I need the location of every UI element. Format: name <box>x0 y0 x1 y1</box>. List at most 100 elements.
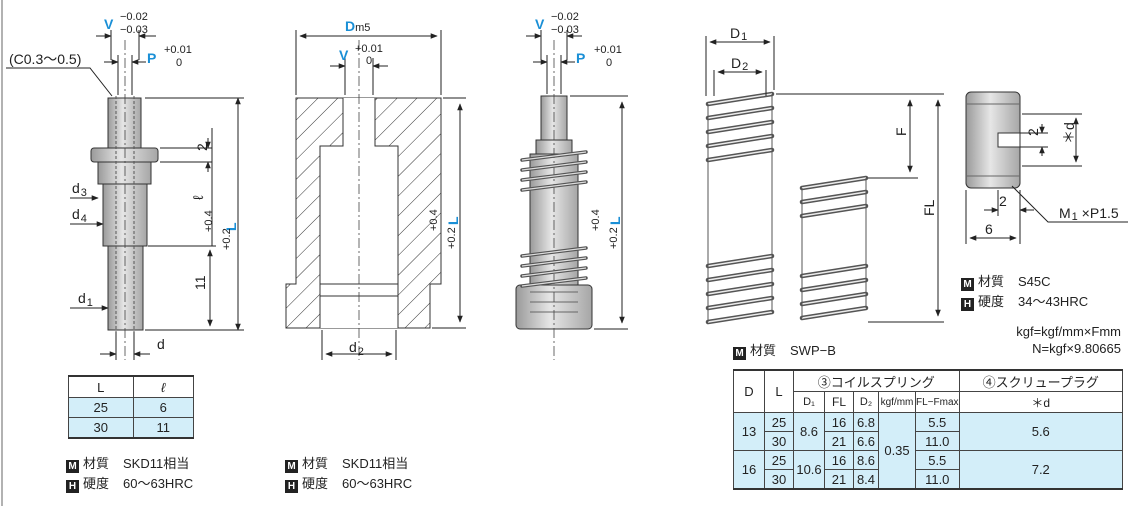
pin-ell-label: ℓ <box>190 195 206 200</box>
pin-d3-label: d3 <box>72 180 87 199</box>
assembly-L-label: L <box>607 216 623 225</box>
assembly-L-tol-upper: +0.4 <box>590 209 602 231</box>
spring-D2-label: D2 <box>731 55 748 73</box>
table-cell: 8.4 <box>853 469 879 490</box>
material-mark-icon: M <box>961 278 974 291</box>
table-cell: 7.2 <box>958 450 1124 490</box>
pin-p-tol-lower: 0 <box>176 57 182 69</box>
table-subheader: kgf/mm <box>878 391 916 413</box>
bush-L-tol-upper: +0.4 <box>428 209 440 231</box>
table-cell: 5.5 <box>915 450 960 470</box>
table-cell: 30 <box>68 417 134 439</box>
table-cell: 16 <box>824 450 854 470</box>
table-cell: 0.35 <box>878 412 916 490</box>
table-header-coil-spring: ③コイルスプリング <box>793 369 960 392</box>
table-cell: 6.8 <box>853 412 879 432</box>
assembly-p-tol-upper: +0.01 <box>594 44 622 56</box>
material-mark-icon: M <box>285 460 298 473</box>
pin-v-label: V <box>104 16 114 32</box>
hardness-mark-icon: H <box>285 480 298 493</box>
assembly-v-tol-lower: −0.03 <box>551 24 579 36</box>
screw-star-d-label: ＊d <box>1061 122 1077 144</box>
table-cell: 30 <box>764 469 794 490</box>
table-cell: 25 <box>764 412 794 432</box>
screw-dim-6: 6 <box>985 221 993 237</box>
material-mark-icon: M <box>733 347 746 360</box>
pin-drawing <box>6 30 244 360</box>
spring-plug-table: D L ③コイルスプリング ④スクリュープラグ D₁ FL D₂ kgf/mm … <box>733 369 1124 490</box>
pin-d1-label: d1 <box>78 290 93 309</box>
table-row: 30 21 8.4 11.0 <box>734 469 1123 490</box>
table-row: 25 6 <box>68 397 195 418</box>
table-cell: 5.5 <box>915 412 960 432</box>
pin-table-header-ell: ℓ <box>132 375 195 398</box>
spring-F-label: F <box>893 127 909 136</box>
bush-L-tol-lower: +0.2 <box>446 227 458 249</box>
bush-L-label: L <box>445 216 461 225</box>
table-cell: 16 <box>733 450 765 490</box>
pin-L-label: L <box>223 222 239 231</box>
pin-dim-2: 2 <box>194 143 210 151</box>
spring-drawing <box>705 36 944 325</box>
screw-dim-2-vertical: 2 <box>1025 128 1041 136</box>
table-row: 30 11 <box>68 417 195 439</box>
bush-d2-label: d2 <box>349 339 364 358</box>
table-header-D: D <box>733 369 765 413</box>
table-row: 13 25 8.6 16 6.8 0.35 5.5 5.6 <box>733 412 1124 490</box>
table-cell: 16 <box>824 412 854 432</box>
table-cell: 21 <box>824 469 854 490</box>
pin-dim-11: 11 <box>192 275 208 290</box>
table-cell: 8.6 <box>793 412 825 451</box>
assembly-drawing <box>515 30 628 360</box>
chamfer-label: (C0.3～0.5) <box>9 51 81 67</box>
table-header-screw-plug: ④スクリュープラグ <box>958 369 1124 392</box>
assembly-L-tol-lower: +0.2 <box>608 227 620 249</box>
bush-v-tol-lower: 0 <box>366 55 372 67</box>
table-cell: 25 <box>764 450 794 470</box>
table-cell: 13 <box>733 412 765 451</box>
table-cell: 6.6 <box>853 431 879 451</box>
bush-drawing <box>285 30 466 360</box>
pin-L-tol-upper: +0.4 <box>203 210 215 232</box>
table-cell: 11.0 <box>915 469 960 490</box>
pin-d4-label: d4 <box>72 206 87 225</box>
table-subheader: FL <box>824 391 854 413</box>
table-cell: 30 <box>764 431 794 451</box>
assembly-p-label: P <box>576 50 585 66</box>
table-subheader: D₂ <box>853 391 879 413</box>
table-cell: 8.6 <box>853 450 879 470</box>
screw-plug-drawing <box>965 91 1128 244</box>
table-subheader: D₁ <box>793 391 825 413</box>
pin-p-tol-upper: +0.01 <box>164 44 192 56</box>
assembly-v-label: V <box>535 16 545 32</box>
pin-length-table: L ℓ 25 6 30 11 <box>68 375 195 439</box>
table-subheader: ＊d <box>958 391 1124 413</box>
table-cell: 25 <box>68 397 134 418</box>
hardness-mark-icon: H <box>961 298 974 311</box>
assembly-p-tol-lower: 0 <box>606 57 612 69</box>
table-cell: 11 <box>132 417 195 439</box>
screw-dim-2-horizontal: 2 <box>999 193 1007 209</box>
table-cell: 5.6 <box>958 412 1124 451</box>
table-cell: 11.0 <box>915 431 960 451</box>
pin-table-header-L: L <box>68 375 134 398</box>
pin-v-tol-upper: −0.02 <box>120 11 148 23</box>
table-cell: 6 <box>132 397 195 418</box>
bush-v-label: V <box>339 47 349 63</box>
assembly-v-tol-upper: −0.02 <box>551 11 579 23</box>
table-cell: 10.6 <box>793 450 825 490</box>
spring-D1-label: D1 <box>730 25 747 43</box>
pin-v-tol-lower: −0.03 <box>120 24 148 36</box>
table-header-L: L <box>764 369 794 413</box>
pin-L-tol-lower: +0.2 <box>221 228 233 250</box>
bush-D-label: Dm5 <box>345 18 370 34</box>
bush-v-tol-upper: +0.01 <box>355 43 383 55</box>
hardness-mark-icon: H <box>66 480 79 493</box>
table-row: 16 25 10.6 16 8.6 5.5 7.2 <box>733 450 1124 490</box>
spring-force-formula: kgf=kgf/mm×Fmm N=kgf×9.80665 <box>1016 324 1121 356</box>
table-subheader: FL−Fmax <box>915 391 960 413</box>
